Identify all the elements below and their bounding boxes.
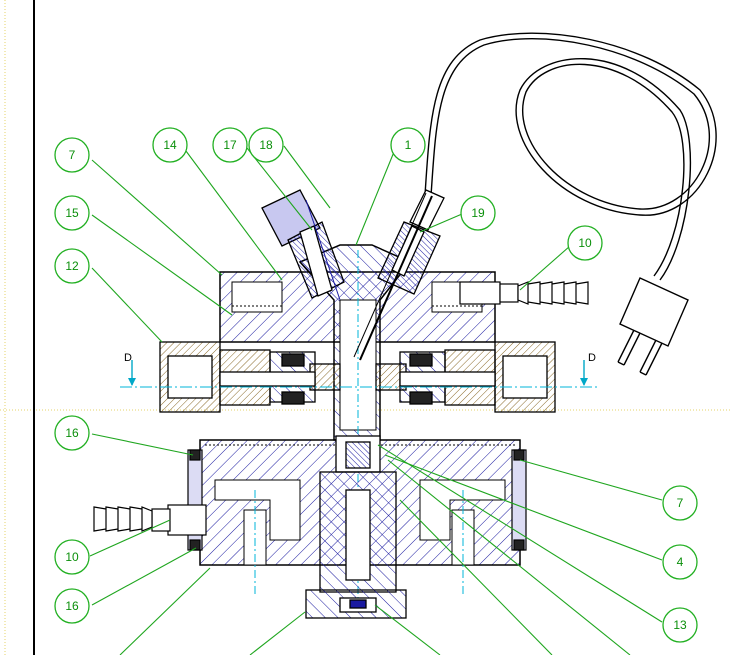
left-port-fitting — [159, 341, 341, 413]
section-label-left: D — [124, 352, 132, 364]
balloon-7-top: 7 — [54, 137, 90, 173]
balloon-16-top: 16 — [54, 415, 90, 451]
probe-plug — [617, 277, 689, 376]
svg-text:19: 19 — [471, 206, 485, 220]
leader-lines — [89, 145, 663, 655]
svg-text:15: 15 — [65, 206, 79, 220]
svg-text:17: 17 — [223, 138, 237, 152]
left-hose-barb — [93, 504, 207, 536]
section-label-right: D — [588, 352, 596, 364]
section-line-d — [120, 360, 600, 388]
right-port-fitting — [375, 341, 556, 413]
svg-text:16: 16 — [65, 599, 79, 613]
balloon-19: 19 — [460, 195, 496, 231]
balloon-15: 15 — [54, 195, 90, 231]
balloon-4: 4 — [662, 544, 698, 580]
svg-text:4: 4 — [677, 555, 684, 569]
balloon-13: 13 — [662, 607, 698, 643]
balloon-16-bottom: 16 — [54, 588, 90, 624]
svg-text:14: 14 — [163, 138, 177, 152]
balloon-18: 18 — [248, 127, 284, 163]
center-plug — [305, 435, 407, 619]
balloon-10-left: 10 — [54, 539, 90, 575]
svg-text:10: 10 — [578, 236, 592, 250]
balloon-17: 17 — [212, 127, 248, 163]
svg-text:12: 12 — [65, 259, 79, 273]
balloons: 7 14 17 18 1 15 19 12 — [54, 127, 698, 643]
svg-text:16: 16 — [65, 426, 79, 440]
svg-text:7: 7 — [677, 496, 684, 510]
svg-text:1: 1 — [405, 138, 412, 152]
svg-text:10: 10 — [65, 550, 79, 564]
balloon-10-right: 10 — [567, 225, 603, 261]
left-fitting — [261, 189, 345, 301]
right-hose-barb — [459, 281, 589, 305]
svg-text:7: 7 — [69, 148, 76, 162]
svg-text:13: 13 — [673, 618, 687, 632]
balloon-14: 14 — [152, 127, 188, 163]
probe-cable — [424, 32, 717, 281]
balloon-12: 12 — [54, 248, 90, 284]
svg-text:18: 18 — [259, 138, 273, 152]
right-fitting — [353, 189, 445, 361]
balloon-1: 1 — [390, 127, 426, 163]
balloon-7-right: 7 — [662, 485, 698, 521]
